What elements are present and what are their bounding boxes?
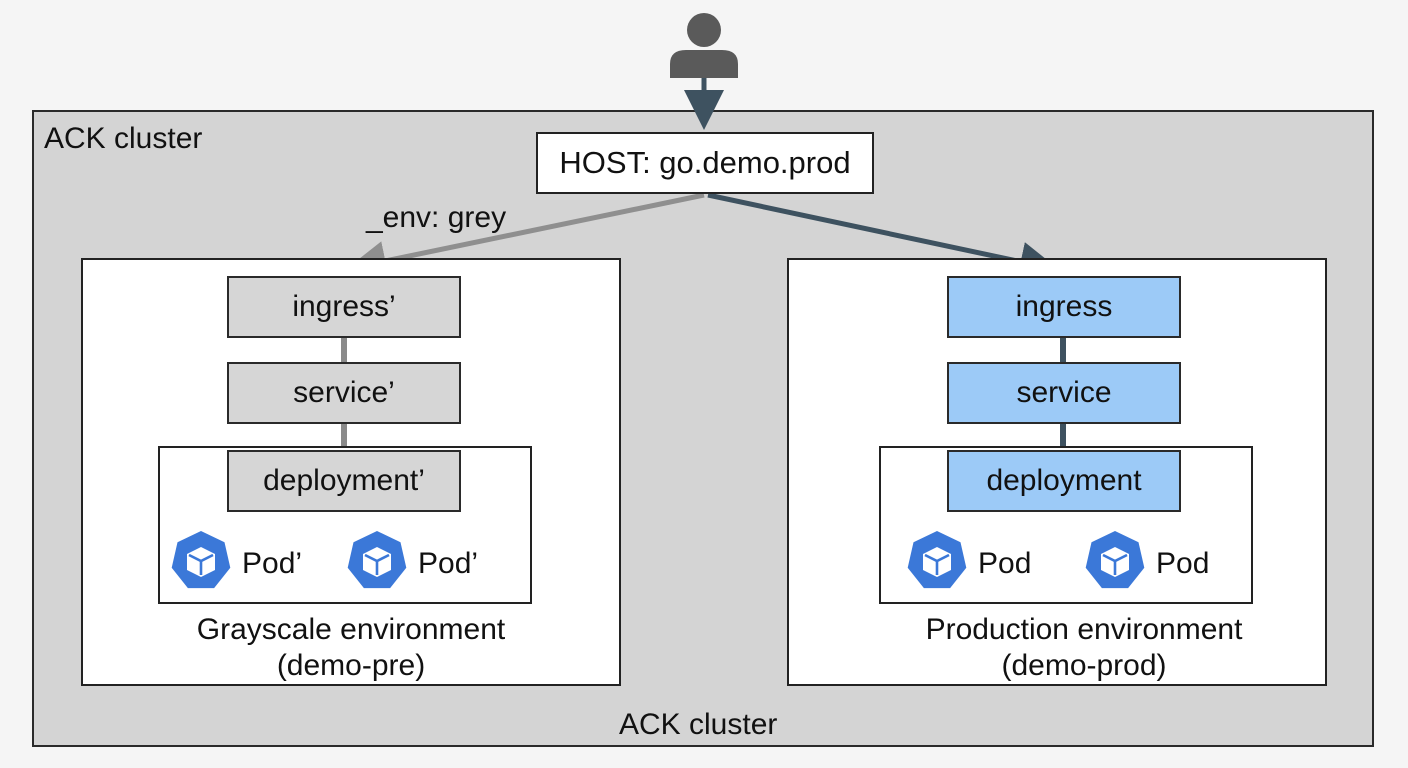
grayscale-caption-line2: (demo-pre) (276, 649, 426, 682)
host-to-grayscale-arrow (346, 192, 705, 281)
user-icon (670, 13, 738, 78)
kubernetes-pod-icon (347, 531, 407, 589)
production-caption-line2: (demo-prod) (1001, 649, 1167, 682)
cluster-label-top: ACK cluster (44, 122, 203, 155)
grayscale-caption-line1: Grayscale environment (196, 613, 506, 646)
production-deployment: deployment (947, 450, 1181, 512)
host-box: HOST: go.demo.prod (536, 132, 874, 194)
grayscale-service-deployment-link (341, 424, 347, 450)
production-ingress-service-link (1060, 338, 1066, 362)
grayscale-pod-label: Pod’ (242, 547, 303, 580)
kubernetes-pod-icon (1085, 531, 1145, 589)
production-pod-label: Pod (978, 547, 1032, 580)
grayscale-ingress-service-link (341, 338, 347, 362)
production-ingress: ingress (947, 276, 1181, 338)
header-rule-label: _env: grey (366, 201, 507, 234)
grayscale-deployment: deployment’ (227, 450, 461, 512)
kubernetes-pod-icon (907, 531, 967, 589)
kubernetes-pod-icon (171, 531, 231, 589)
grayscale-pod-label: Pod’ (418, 547, 479, 580)
grayscale-service: service’ (227, 362, 461, 424)
cluster-label-bottom: ACK cluster (619, 708, 778, 741)
production-caption: Production environment (demo-prod) (814, 612, 1354, 684)
production-service-deployment-link (1060, 424, 1066, 450)
grayscale-caption: Grayscale environment (demo-pre) (81, 612, 621, 684)
production-caption-line1: Production environment (925, 613, 1243, 646)
production-pod-label: Pod (1156, 547, 1210, 580)
production-service: service (947, 362, 1181, 424)
host-to-production-arrow (707, 192, 1060, 282)
grayscale-ingress: ingress’ (227, 276, 461, 338)
